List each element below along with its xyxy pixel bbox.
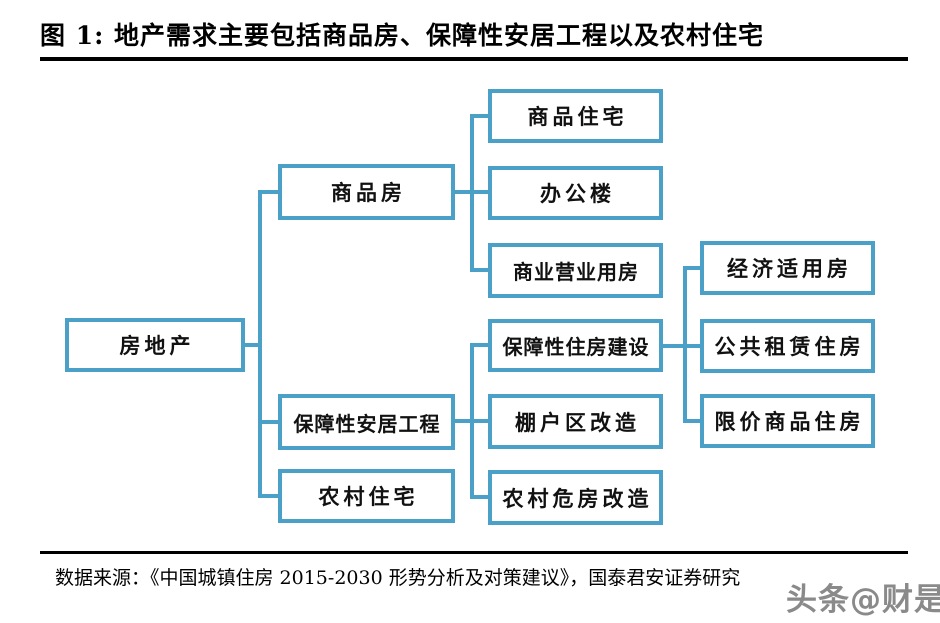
connector-line — [470, 343, 488, 347]
connector-line — [470, 495, 488, 499]
node-shantytown-renovation: 棚户区改造 — [488, 394, 663, 449]
node-affordable-housing-project: 保障性安居工程 — [278, 394, 455, 450]
connector-line — [258, 190, 262, 498]
node-affordable-housing-construction: 保障性住房建设 — [488, 319, 663, 372]
connector-line — [683, 419, 700, 423]
node-economical-housing: 经济适用房 — [700, 241, 875, 295]
title-divider — [40, 57, 908, 61]
node-label: 农村危房改造 — [502, 485, 653, 511]
node-label: 限价商品住房 — [714, 409, 865, 434]
footer-divider — [40, 551, 908, 554]
node-commodity-housing: 商品房 — [278, 164, 455, 220]
connector-line — [683, 266, 700, 270]
connector-line — [245, 343, 262, 347]
connector-line — [470, 268, 488, 272]
node-label: 农村住宅 — [318, 484, 419, 509]
connector-line — [470, 114, 488, 118]
node-real-estate: 房地产 — [65, 318, 245, 372]
figure-title: 图 1: 地产需求主要包括商品房、保障性安居工程以及农村住宅 — [40, 21, 765, 50]
connector-line — [470, 343, 474, 499]
node-label: 商品房 — [331, 180, 406, 205]
node-rural-housing: 农村住宅 — [278, 469, 455, 523]
node-label: 经济适用房 — [727, 256, 852, 281]
connector-line — [258, 494, 278, 498]
node-price-capped-housing: 限价商品住房 — [700, 394, 875, 448]
node-public-rental-housing: 公共租赁住房 — [700, 319, 875, 373]
node-label: 棚户区改造 — [515, 409, 640, 435]
node-label: 保障性住房建设 — [502, 335, 650, 359]
node-label: 保障性安居工程 — [293, 411, 441, 436]
data-source-text: 数据来源：《中国城镇住房 2015-2030 形势分析及对策建议》，国泰君安证券… — [55, 567, 741, 589]
connector-line — [683, 266, 687, 423]
node-office-building: 办公楼 — [488, 166, 663, 220]
connector-line — [663, 344, 700, 348]
node-label: 房地产 — [119, 333, 195, 358]
watermark-text: 头条@财是 — [786, 582, 940, 618]
node-label: 商品住宅 — [527, 104, 628, 129]
connector-line — [470, 114, 474, 272]
connector-line — [258, 190, 278, 194]
node-rural-dilapidated-renovation: 农村危房改造 — [488, 470, 663, 525]
node-commercial-business-premises: 商业营业用房 — [488, 243, 663, 298]
node-commodity-residence: 商品住宅 — [488, 89, 663, 143]
node-label: 办公楼 — [540, 181, 615, 206]
node-label: 商业营业用房 — [513, 260, 639, 284]
connector-line — [258, 420, 278, 424]
node-label: 公共租赁住房 — [714, 334, 865, 359]
